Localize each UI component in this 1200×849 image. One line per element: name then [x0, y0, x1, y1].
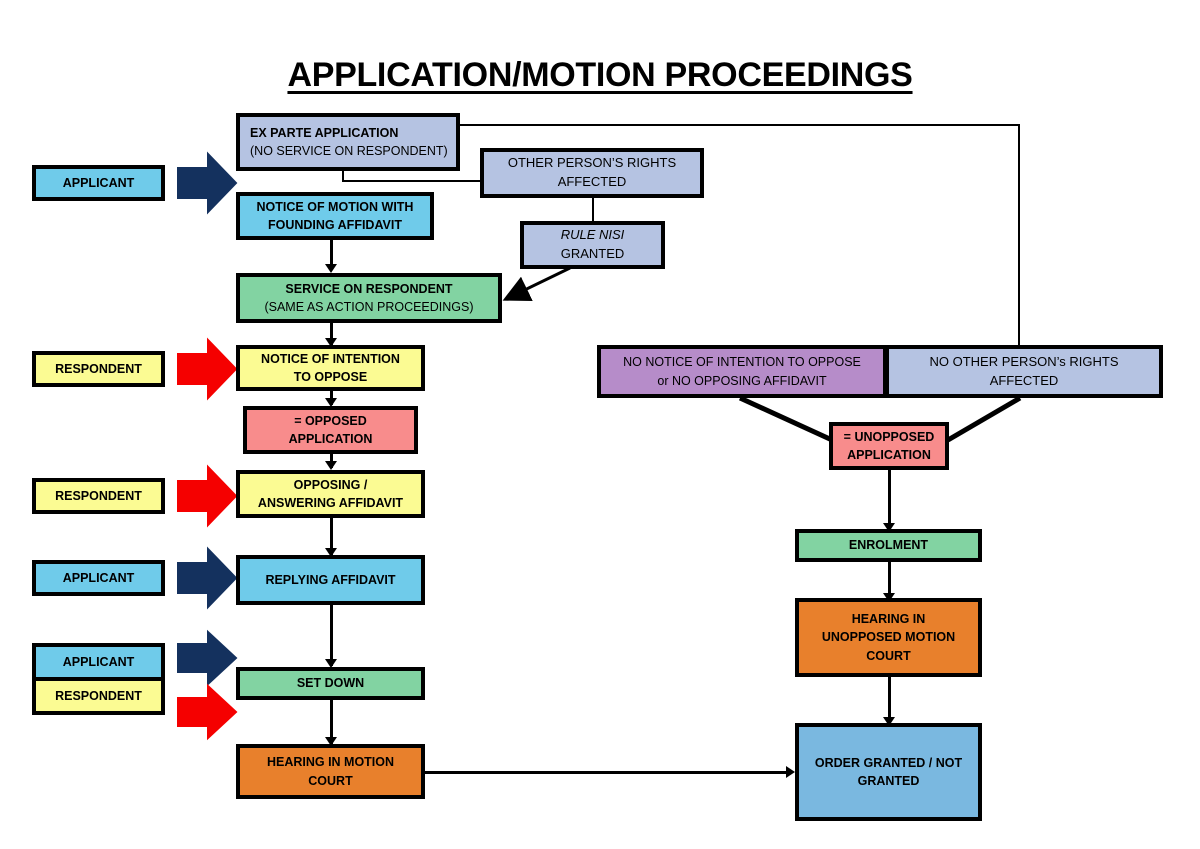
- edge-hearing-to-order-line: [425, 771, 790, 774]
- node-line: or NO OPPOSING AFFIDAVIT: [657, 373, 827, 388]
- edge-noticeofmotion-to-service-line: [330, 236, 333, 270]
- node-line: TO OPPOSE: [293, 370, 368, 384]
- edge-notice-to-opposed-arrowhead: [325, 398, 337, 407]
- party-label-text: RESPONDENT: [55, 362, 142, 376]
- node-line: APPLICATION: [847, 448, 931, 462]
- node-service-on-respondent[interactable]: SERVICE ON RESPONDENT (SAME AS ACTION PR…: [236, 273, 502, 323]
- party-label-applicant-3: APPLICANT: [36, 647, 161, 677]
- node-hearing-unopposed-motion-court[interactable]: HEARING IN UNOPPOSED MOTION COURT: [795, 598, 982, 677]
- node-line: GRANTED: [560, 246, 625, 261]
- party-label-text: APPLICANT: [62, 655, 135, 669]
- node-ex-parte-application[interactable]: EX PARTE APPLICATION (NO SERVICE ON RESP…: [236, 113, 460, 171]
- node-replying-affidavit[interactable]: REPLYING AFFIDAVIT: [236, 555, 425, 605]
- node-line: GRANTED: [857, 774, 920, 788]
- node-line: NO OTHER PERSON’s RIGHTS: [929, 353, 1119, 369]
- edge-setdown-to-hearing-line: [330, 698, 333, 744]
- block-arrow-red-3: [177, 683, 238, 741]
- node-line: OPPOSING /: [293, 477, 368, 492]
- node-line: SERVICE ON RESPONDENT: [285, 281, 453, 296]
- edge-enrolment-to-hearing-line: [888, 560, 891, 600]
- node-line: SET DOWN: [296, 676, 365, 691]
- edge-opposing-to-replying-line: [330, 516, 333, 555]
- edge-otherperson-to-rulenisi: [592, 196, 594, 222]
- edge-enrolment-to-hearing-arrowhead: [883, 593, 895, 602]
- edge-opposing-to-replying-arrowhead: [325, 548, 337, 557]
- edge-service-to-notice-arrowhead: [325, 338, 337, 347]
- party-label-applicant-2: APPLICANT: [32, 560, 165, 596]
- node-line: COURT: [866, 648, 911, 663]
- node-line: ENROLMENT: [848, 538, 929, 553]
- edge-exparte-to-otherperson-horizontal: [342, 180, 482, 182]
- node-line: COURT: [308, 773, 353, 788]
- party-label-text: RESPONDENT: [55, 689, 142, 703]
- edge-opposed-to-opposing-line: [330, 452, 333, 468]
- edge-exparte-down-stub: [342, 167, 344, 182]
- node-line: NOTICE OF INTENTION: [261, 351, 400, 366]
- node-line: APPLICATION: [288, 432, 373, 446]
- block-arrow-red-1: [177, 337, 238, 401]
- node-unopposed-application[interactable]: = UNOPPOSED APPLICATION: [829, 422, 949, 470]
- node-line: ANSWERING AFFIDAVIT: [257, 496, 404, 510]
- node-line: NOTICE OF MOTION WITH: [256, 199, 414, 214]
- node-line: OTHER PERSON’S RIGHTS: [507, 155, 677, 171]
- node-opposed-application[interactable]: = OPPOSED APPLICATION: [243, 406, 418, 454]
- party-label-respondent-3: RESPONDENT: [36, 677, 161, 711]
- party-label-text: APPLICANT: [62, 571, 135, 585]
- edge-exparte-to-nootherperson-horizontal: [456, 124, 1020, 126]
- node-line: = OPPOSED: [294, 413, 367, 428]
- node-line: (SAME AS ACTION PROCEEDINGS): [264, 300, 474, 314]
- node-line: UNOPPOSED MOTION: [821, 630, 956, 645]
- block-arrow-navy-3: [177, 629, 238, 687]
- page-title: APPLICATION/MOTION PROCEEDINGS: [287, 56, 913, 94]
- edge-setdown-to-hearing-arrowhead: [325, 737, 337, 746]
- edge-notice-to-opposed-line: [330, 389, 333, 405]
- node-line: HEARING IN: [851, 612, 926, 627]
- node-notice-of-motion[interactable]: NOTICE OF MOTION WITH FOUNDING AFFIDAVIT: [236, 192, 434, 240]
- node-notice-of-intention-to-oppose[interactable]: NOTICE OF INTENTION TO OPPOSE: [236, 345, 425, 391]
- node-line: ORDER GRANTED / NOT: [814, 755, 963, 770]
- edge-hearingunopposed-to-order-line: [888, 676, 891, 724]
- node-other-person-rights-affected[interactable]: OTHER PERSON’S RIGHTS AFFECTED: [480, 148, 704, 198]
- party-label-respondent-2: RESPONDENT: [32, 478, 165, 514]
- block-arrow-navy-1: [177, 151, 238, 215]
- edge-replying-to-setdown-arrowhead: [325, 659, 337, 668]
- node-line: EX PARTE APPLICATION: [250, 125, 399, 140]
- node-hearing-in-motion-court[interactable]: HEARING IN MOTION COURT: [236, 744, 425, 799]
- node-rule-nisi-granted[interactable]: RULE NISI GRANTED: [520, 221, 665, 269]
- edge-hearingunopposed-to-order-arrowhead: [883, 717, 895, 726]
- edge-unopposed-to-enrolment-arrowhead: [883, 523, 895, 532]
- node-line: FOUNDING AFFIDAVIT: [267, 218, 402, 232]
- node-enrolment[interactable]: ENROLMENT: [795, 529, 982, 562]
- node-line: REPLYING AFFIDAVIT: [265, 572, 396, 587]
- edge-opposed-to-opposing-arrowhead: [325, 461, 337, 470]
- edge-hearing-to-order-arrowhead: [786, 766, 795, 778]
- edge-service-to-notice-line: [330, 321, 333, 345]
- node-line: AFFECTED: [557, 174, 627, 189]
- edge-replying-to-setdown-line: [330, 604, 333, 666]
- node-line: NO NOTICE OF INTENTION TO OPPOSE: [623, 355, 861, 370]
- block-arrow-navy-2: [177, 546, 238, 610]
- block-arrow-red-2: [177, 464, 238, 528]
- node-line: = UNOPPOSED: [843, 429, 935, 444]
- party-label-applicant-respondent-stack: APPLICANT RESPONDENT: [32, 643, 165, 715]
- party-label-text: RESPONDENT: [55, 489, 142, 503]
- node-no-notice-of-intention[interactable]: NO NOTICE OF INTENTION TO OPPOSE or NO O…: [597, 345, 887, 398]
- party-label-text: APPLICANT: [62, 176, 135, 190]
- edge-noticeofmotion-to-service-arrowhead: [325, 264, 337, 273]
- party-label-applicant-1: APPLICANT: [32, 165, 165, 201]
- node-line: HEARING IN MOTION: [266, 755, 395, 770]
- node-set-down[interactable]: SET DOWN: [236, 667, 425, 700]
- node-opposing-answering-affidavit[interactable]: OPPOSING / ANSWERING AFFIDAVIT: [236, 470, 425, 518]
- node-order-granted-not-granted[interactable]: ORDER GRANTED / NOT GRANTED: [795, 723, 982, 821]
- edge-exparte-to-nootherperson-vertical: [1018, 124, 1020, 346]
- node-line: AFFECTED: [989, 372, 1059, 388]
- node-line: RULE NISI: [560, 227, 625, 243]
- edge-unopposed-to-enrolment-line: [888, 468, 891, 530]
- node-line: (NO SERVICE ON RESPONDENT): [250, 144, 448, 158]
- node-no-other-person-rights[interactable]: NO OTHER PERSON’s RIGHTS AFFECTED: [885, 345, 1163, 398]
- party-label-respondent-1: RESPONDENT: [32, 351, 165, 387]
